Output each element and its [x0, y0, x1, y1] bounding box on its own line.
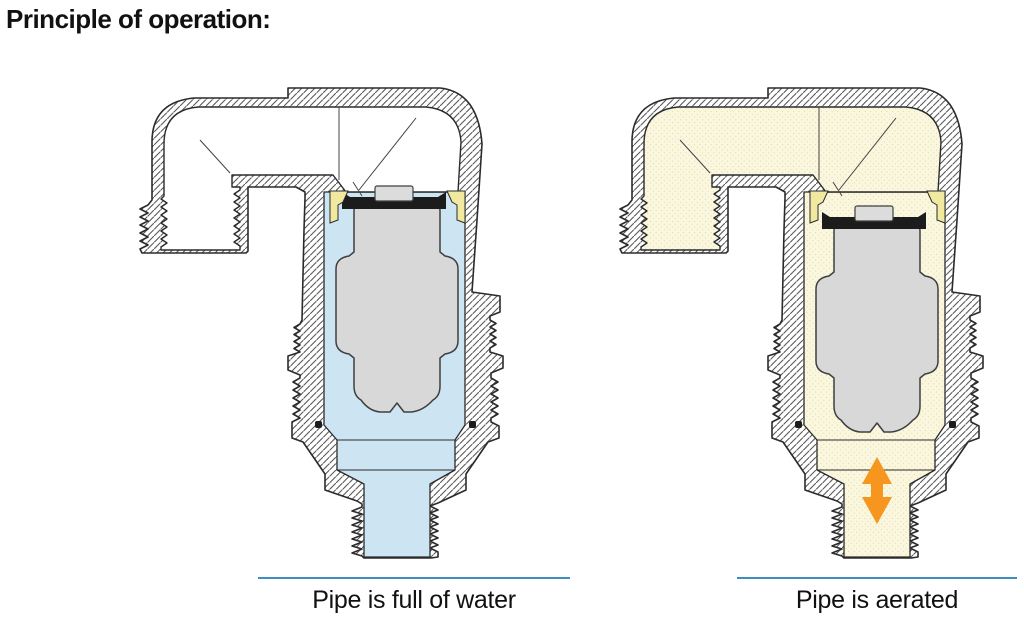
float	[815, 223, 939, 433]
float-assembly	[815, 205, 939, 433]
float-cap	[374, 185, 414, 202]
nozzle-seal-right	[926, 190, 946, 224]
nozzle-seal-right	[446, 190, 466, 224]
valve-diagram-aerated	[619, 87, 984, 559]
o-ring-left	[795, 421, 802, 428]
o-ring-right	[469, 421, 476, 428]
diagram-caption: Pipe is aerated	[795, 586, 959, 614]
nozzle-seal-left	[809, 190, 829, 224]
caption-block-water: Pipe is full of water	[258, 577, 570, 615]
valve-diagram-water	[139, 87, 504, 559]
section-edge-lines	[679, 107, 897, 197]
section-edge-lines	[199, 107, 417, 197]
o-ring-right	[949, 421, 956, 428]
float-cap	[854, 205, 894, 222]
valve-cavity-air	[640, 106, 942, 251]
float-assembly	[335, 185, 459, 413]
diagram-caption: Pipe is full of water	[312, 586, 516, 614]
airflow-arrow-icon	[862, 457, 892, 524]
o-ring-left	[315, 421, 322, 428]
page-title: Principle of operation:	[6, 4, 271, 34]
float	[335, 203, 459, 413]
caption-rule	[258, 577, 570, 579]
valve-cavity	[160, 106, 462, 251]
nozzle-seal-left	[329, 190, 349, 224]
seat-ring-edges	[337, 439, 455, 471]
caption-rule	[737, 577, 1017, 579]
caption-block-aerated: Pipe is aerated	[737, 577, 1017, 615]
